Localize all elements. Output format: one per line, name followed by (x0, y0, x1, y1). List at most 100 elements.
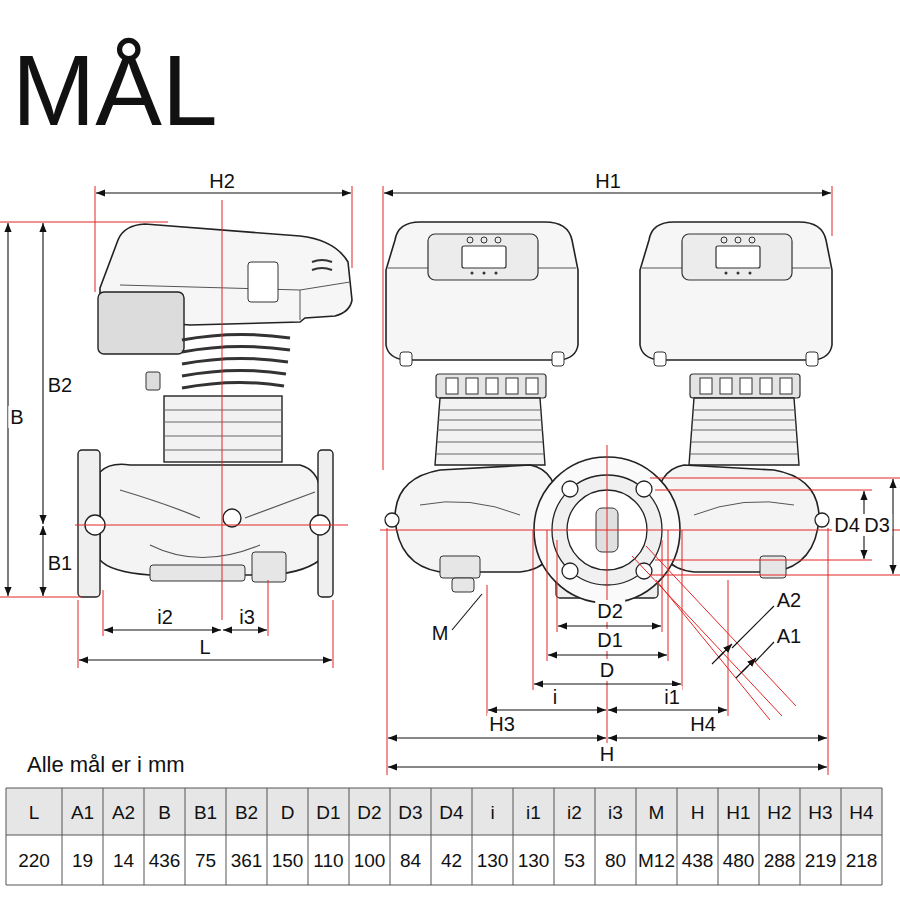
dimension-lines-part (388, 766, 827, 767)
front-view-part (636, 481, 652, 497)
table-header: D2 (357, 802, 381, 821)
dimension-table-part (62, 788, 63, 885)
dimension-table-part (349, 788, 350, 885)
dimension-table-part (6, 835, 882, 836)
table-value: 361 (231, 851, 263, 870)
dimension-table-part (472, 788, 473, 885)
side-view-part (252, 552, 286, 582)
dimension-label: B2 (46, 374, 74, 396)
dimension-lines-part (452, 594, 482, 630)
table-value: 42 (441, 851, 462, 870)
table-header: D (281, 802, 295, 821)
dimension-label: i1 (662, 686, 682, 708)
page-title: MÅL (12, 40, 218, 140)
dimension-lines-part (42, 223, 43, 524)
dimension-label: L (197, 636, 212, 658)
table-value: 80 (605, 851, 626, 870)
dimension-lines-part (104, 629, 221, 630)
table-value: 436 (149, 851, 181, 870)
dimension-lines-part (558, 625, 661, 626)
extension-lines-part (632, 546, 796, 720)
dimension-label: D (598, 659, 616, 681)
dimension-label: i (551, 686, 559, 708)
dimension-label: D2 (595, 600, 625, 622)
dimension-table-part (677, 788, 678, 885)
side-view-part (100, 464, 320, 575)
dimension-table-part (431, 788, 432, 885)
table-value: 218 (846, 851, 878, 870)
table-value: 150 (272, 851, 304, 870)
dimension-lines-part (384, 192, 831, 193)
extension-lines-part (78, 580, 333, 668)
extension-lines-part (650, 478, 900, 575)
dimension-table-part (308, 788, 309, 885)
dimension-table-part (718, 788, 719, 885)
dimension-table-part (6, 788, 7, 885)
table-value: 219 (805, 851, 837, 870)
side-view-part (98, 292, 184, 354)
dimension-lines-part (892, 479, 893, 574)
dimension-table-part (841, 788, 842, 885)
table-header: B (158, 802, 171, 821)
dimension-table-part (882, 788, 883, 885)
dimension-lines-part (608, 737, 827, 738)
table-header: i1 (526, 802, 541, 821)
table-header: i3 (608, 802, 623, 821)
extension-lines-part (0, 222, 168, 597)
dimension-lines-part (388, 737, 606, 738)
dimension-table-part (595, 788, 596, 885)
dimension-lines-part (42, 526, 43, 596)
dimension-table-part (144, 788, 145, 885)
dimension-table-part (103, 788, 104, 885)
dimension-label: H1 (593, 170, 623, 192)
dimension-table-part (185, 788, 186, 885)
front-view-part (815, 513, 829, 527)
table-header: H1 (726, 802, 750, 821)
dimension-label: H4 (688, 713, 718, 735)
side-view-part (248, 262, 278, 302)
dimension-label: A1 (775, 625, 803, 647)
side-view-part (164, 410, 282, 450)
front-view-part (385, 513, 399, 527)
dimension-label: B (8, 406, 25, 428)
table-value: 53 (564, 851, 585, 870)
dimension-lines-part (755, 642, 774, 662)
side-view-part (150, 545, 260, 558)
front-view (385, 222, 832, 603)
dimension-label: H3 (487, 713, 517, 735)
table-header: D1 (316, 802, 340, 821)
table-value: 220 (18, 851, 50, 870)
dimension-label: i2 (155, 606, 175, 628)
dimension-table-part (226, 788, 227, 885)
front-view-part (562, 481, 578, 497)
extension-lines-part (383, 186, 832, 470)
table-header: D3 (398, 802, 422, 821)
table-value: 75 (195, 851, 216, 870)
extension-lines (0, 186, 900, 775)
dimension-label: D4 (832, 514, 862, 536)
side-view-part (223, 509, 241, 527)
table-header: A2 (112, 802, 135, 821)
table-header: B2 (235, 802, 258, 821)
table-header: H3 (808, 802, 832, 821)
front-view-part (640, 222, 832, 465)
dimension-table-part (800, 788, 801, 885)
unit-note: Alle mål er i mm (25, 754, 187, 776)
extension-lines-part (387, 445, 828, 775)
dimension-lines-part (608, 709, 727, 710)
dimension-label: D1 (595, 629, 625, 651)
extension-lines-part (75, 200, 348, 620)
dimension-label: i3 (237, 606, 257, 628)
dimension-lines-part (742, 658, 756, 672)
table-value: 480 (723, 851, 755, 870)
extension-lines-part (380, 530, 900, 531)
side-view-part (182, 334, 290, 388)
front-view-part (452, 578, 474, 592)
dimension-lines-part (96, 192, 351, 193)
dimension-lines-part (718, 644, 732, 658)
side-view-part (164, 396, 282, 462)
dimension-table-part (636, 788, 637, 885)
table-value: 14 (113, 851, 134, 870)
table-value: 84 (400, 851, 421, 870)
dimension-lines-part (488, 709, 606, 710)
